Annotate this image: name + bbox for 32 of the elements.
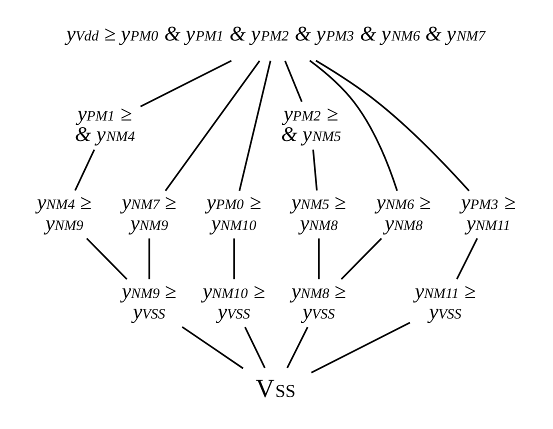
connector bbox=[456, 238, 478, 280]
node-text: yPM2 ≥ & yNM5 bbox=[281, 101, 342, 146]
connector bbox=[340, 238, 382, 280]
node-text: yNM5 ≥ yNM8 bbox=[292, 190, 346, 235]
node-text: yPM0 ≥ yNM10 bbox=[206, 190, 262, 235]
node-text: yNM9 ≥ yVSS bbox=[122, 278, 176, 324]
connector bbox=[140, 60, 232, 108]
connector bbox=[86, 238, 128, 280]
node-text: yNM4 ≥ yNM9 bbox=[37, 190, 92, 235]
node-text: VSS bbox=[256, 374, 296, 404]
connector bbox=[244, 326, 266, 368]
node-text: yNM7 ≥ yNM9 bbox=[122, 190, 176, 235]
connector bbox=[312, 150, 318, 190]
connector bbox=[315, 60, 470, 192]
connector bbox=[286, 326, 308, 368]
node-text: yNM8 ≥ yVSS bbox=[292, 278, 346, 324]
connector bbox=[309, 60, 398, 191]
connector bbox=[148, 238, 150, 280]
connector bbox=[74, 149, 96, 191]
node-text: yNM6 ≥ yNM8 bbox=[376, 190, 431, 235]
node-text: yPM1 ≥ & yNM4 bbox=[74, 101, 135, 146]
node-text: yNM11 ≥ yVSS bbox=[414, 278, 476, 324]
connector bbox=[164, 60, 260, 192]
connector bbox=[318, 238, 320, 280]
connector bbox=[182, 326, 244, 370]
node-text: yVdd ≥ yPM0 & yPM1 & yPM2 & yPM3 & yNM6 & yNM7 bbox=[66, 22, 486, 46]
connector bbox=[233, 238, 235, 280]
node-text: yNM10 ≥ yVSS bbox=[202, 278, 266, 324]
node-text: yPM3 ≥ yNM11 bbox=[461, 190, 516, 235]
connector bbox=[310, 322, 410, 374]
connector bbox=[238, 60, 272, 191]
connector bbox=[284, 60, 303, 102]
